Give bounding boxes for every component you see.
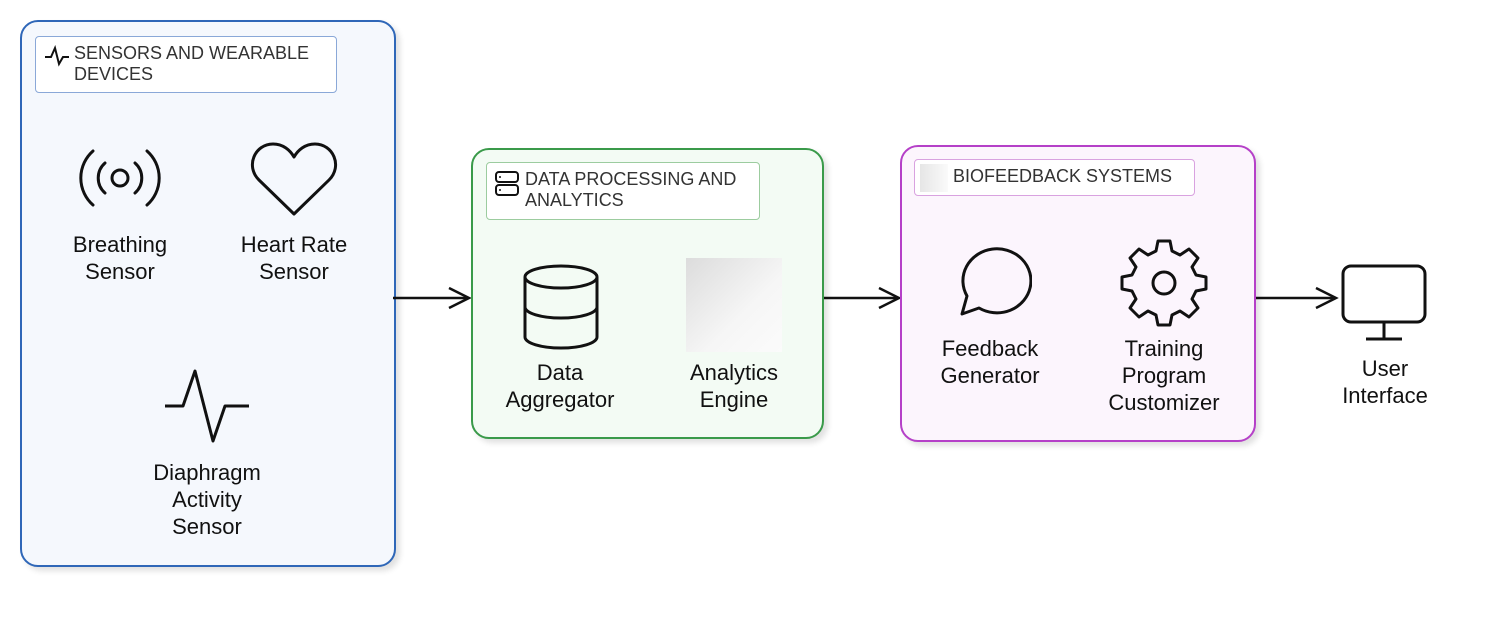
biofeedback-image-placeholder	[920, 164, 948, 192]
processing-group-title: DATA PROCESSING AND ANALYTICS	[525, 169, 737, 210]
activity-icon	[45, 45, 69, 67]
monitor-icon	[1341, 264, 1427, 341]
database-icon	[523, 264, 599, 350]
arrow-sensors-to-processing	[393, 286, 472, 310]
sensors-group-title: SENSORS AND WEARABLE DEVICES	[74, 43, 310, 84]
sensors-group-header: SENSORS AND WEARABLE DEVICES	[35, 36, 337, 93]
arrow-biofeedback-to-ui	[1256, 286, 1339, 310]
message-circle-icon	[960, 247, 1032, 316]
biofeedback-group-header: BIOFEEDBACK SYSTEMS	[914, 159, 1195, 196]
analytics-image-placeholder	[686, 258, 782, 352]
broadcast-icon	[79, 149, 161, 207]
gear-icon	[1120, 239, 1208, 327]
sensors-group	[20, 20, 396, 567]
arrow-processing-to-biofeedback	[823, 286, 902, 310]
pulse-icon	[165, 369, 249, 443]
server-icon	[495, 171, 519, 196]
processing-group-header: DATA PROCESSING AND ANALYTICS	[486, 162, 760, 220]
biofeedback-group-title: BIOFEEDBACK SYSTEMS	[953, 166, 1173, 186]
heart-icon	[251, 142, 337, 216]
